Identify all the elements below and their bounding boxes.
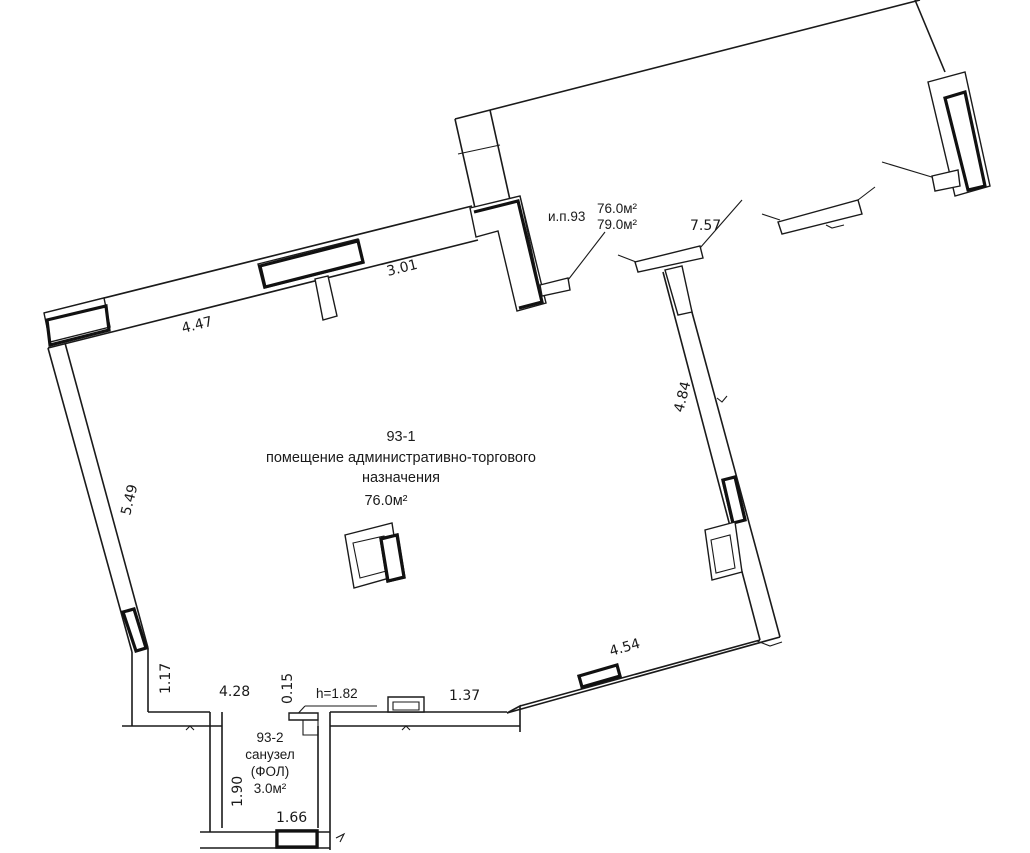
dim-left: 5.49 <box>118 483 141 517</box>
dim-bottom-mid: 1.37 <box>449 688 480 704</box>
dim-step: 0.15 <box>280 673 296 704</box>
window-north-right <box>777 199 863 235</box>
room-93-2-name-line1: санузел <box>245 747 294 762</box>
dim-bottom-left: 4.28 <box>219 684 250 700</box>
dim-wc-height: 1.90 <box>230 776 246 807</box>
window-east <box>927 71 991 197</box>
dim-right: 4.84 <box>671 380 694 414</box>
corner-column-top-right <box>469 195 547 312</box>
room-93-2-walls <box>200 712 346 850</box>
room-93-2-number: 93-2 <box>256 730 283 745</box>
room-93-2-name-line2: (ФОЛ) <box>251 764 289 779</box>
premises-label: и.п.93 76.0м² 79.0м² <box>548 201 638 232</box>
dim-wc-width: 1.66 <box>276 810 307 826</box>
shaft <box>387 696 425 713</box>
window-north-mid <box>634 245 704 273</box>
room-93-1-area: 76.0м² <box>364 493 407 509</box>
niche-right <box>704 521 743 581</box>
room-93-2-area: 3.0м² <box>254 781 287 796</box>
window-right-top <box>664 265 693 316</box>
premises-area-1: 76.0м² <box>597 201 638 216</box>
adjacent-block <box>454 0 991 273</box>
dim-top-left: 4.47 <box>180 314 214 337</box>
wc-door-frame <box>288 712 319 721</box>
room-93-2-label: 93-2 санузел (ФОЛ) 3.0м² <box>245 730 294 796</box>
room-93-1-number: 93-1 <box>386 429 415 445</box>
premises-area-2: 79.0м² <box>597 217 638 232</box>
room-93-1-name-line2: назначения <box>362 470 440 486</box>
dim-upper-wall: 7.57 <box>690 218 721 234</box>
dim-height: h=1.82 <box>316 686 358 701</box>
premises-number: и.п.93 <box>548 209 585 224</box>
dim-top-mid: 3.01 <box>385 257 419 280</box>
center-column <box>344 522 406 589</box>
room-93-1-walls <box>43 195 783 732</box>
dim-left-lower: 1.17 <box>158 663 174 694</box>
room-93-1-name-line1: помещение административно-торгового <box>266 450 536 466</box>
wc-window <box>275 829 319 849</box>
room-93-1-label: 93-1 помещение административно-торгового… <box>266 429 536 509</box>
column-top <box>314 275 338 321</box>
dim-bottom-right: 4.54 <box>608 636 642 660</box>
